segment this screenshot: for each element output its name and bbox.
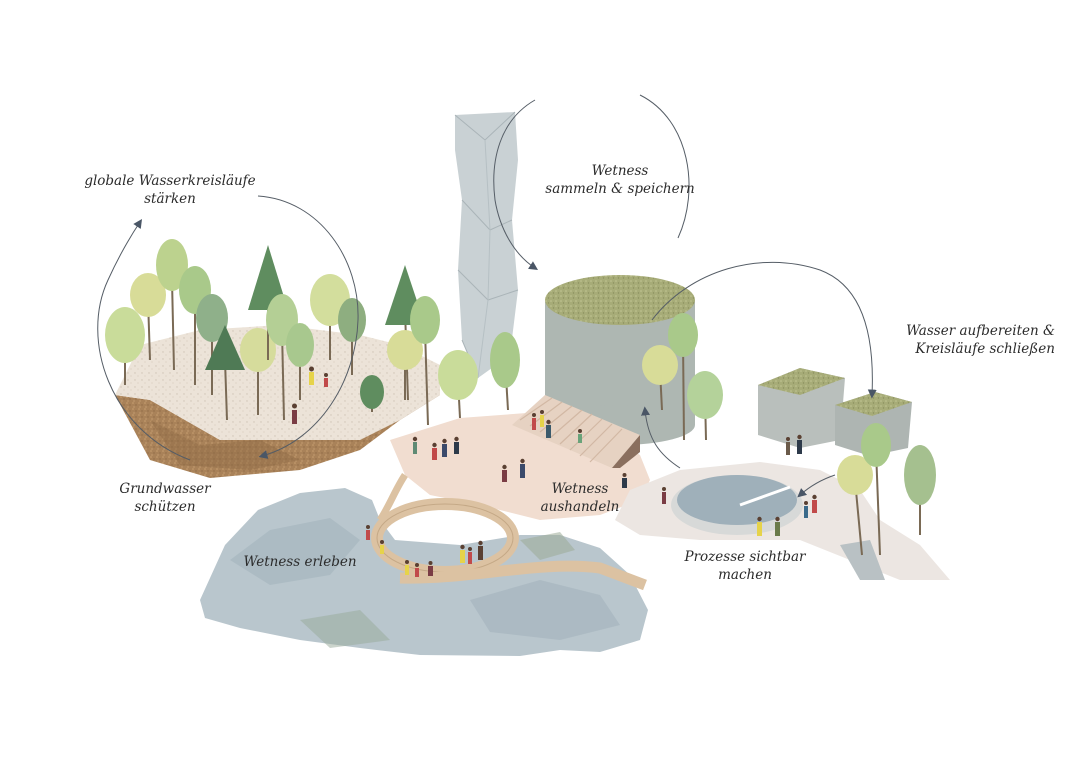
- tree: [438, 350, 478, 419]
- person: [775, 516, 780, 536]
- tree: [490, 332, 520, 411]
- tree: [904, 445, 936, 535]
- label-treat-close-line2: Kreisläufe schließen: [915, 341, 1055, 357]
- tree: [156, 239, 188, 371]
- label-global-water-cycles: globale Wasserkreisläufe stärken: [80, 172, 260, 208]
- person: [578, 429, 582, 443]
- tree: [642, 345, 678, 411]
- tree: [668, 313, 698, 441]
- label-negotiate-line2: aushandeln: [540, 499, 620, 515]
- label-groundwater: Grundwasser schützen: [95, 480, 235, 516]
- person: [460, 544, 465, 563]
- label-negotiate-line1: Wetness: [551, 481, 609, 497]
- person: [478, 540, 483, 560]
- tree: [360, 375, 384, 412]
- person: [622, 473, 627, 488]
- label-global-water-cycles-line1: globale Wasserkreisläufe: [84, 173, 256, 189]
- person: [324, 373, 328, 387]
- label-make-visible: Prozesse sichtbar machen: [670, 548, 820, 584]
- label-groundwater-line1: Grundwasser: [119, 481, 211, 497]
- tower: [454, 111, 519, 379]
- person: [812, 494, 817, 513]
- tree: [338, 298, 366, 375]
- label-make-visible-line2: machen: [718, 567, 772, 583]
- visible-cycle-arc-right: [797, 474, 836, 498]
- person: [797, 434, 802, 454]
- person: [454, 436, 459, 454]
- trees: [105, 239, 936, 556]
- person: [412, 436, 418, 454]
- person: [786, 437, 790, 455]
- tree: [105, 307, 145, 385]
- tree: [410, 296, 440, 426]
- person: [428, 561, 433, 576]
- label-collect-store-line1: Wetness: [591, 163, 649, 179]
- person: [442, 438, 447, 457]
- label-groundwater-line2: schützen: [134, 499, 196, 515]
- tree: [130, 273, 166, 361]
- label-treat-close-line1: Wasser aufbereiten &: [906, 323, 1055, 339]
- treat-cycle-arc: [651, 261, 877, 399]
- label-collect-store-line2: sammeln & speichern: [545, 181, 695, 197]
- cycle-arrows: [97, 94, 877, 498]
- visible-cycle-arc-left: [641, 406, 681, 469]
- person: [757, 516, 762, 536]
- person: [380, 540, 384, 554]
- tree: [387, 330, 423, 400]
- forest-cycle-arc-top: [257, 195, 359, 459]
- person: [502, 464, 507, 482]
- person: [520, 458, 525, 478]
- tree: [205, 325, 245, 421]
- people: [292, 366, 817, 577]
- label-experience: Wetness erleben: [235, 553, 365, 571]
- collect-cycle-arc-right: [639, 94, 690, 239]
- person: [468, 547, 472, 564]
- label-treat-close: Wasser aufbereiten & Kreisläufe schließe…: [880, 322, 1055, 358]
- grandstand: [512, 395, 640, 468]
- person: [804, 501, 808, 518]
- collect-cycle-arc-top: [493, 99, 539, 270]
- person: [540, 410, 544, 427]
- tree: [837, 455, 873, 556]
- tree: [286, 323, 314, 400]
- boardwalk: [371, 473, 647, 591]
- person: [432, 442, 437, 460]
- forest-cycle-arc-left: [97, 219, 191, 461]
- person: [532, 413, 536, 430]
- person: [405, 560, 409, 575]
- person: [415, 563, 419, 577]
- tree: [861, 423, 891, 556]
- label-experience-line1: Wetness erleben: [243, 554, 357, 570]
- label-make-visible-line1: Prozesse sichtbar: [684, 549, 806, 565]
- person: [292, 403, 297, 424]
- person: [366, 525, 370, 540]
- water-basin: [671, 475, 803, 535]
- tree: [687, 371, 723, 441]
- person: [546, 419, 551, 438]
- person: [662, 487, 666, 504]
- label-global-water-cycles-line2: stärken: [144, 191, 196, 207]
- person: [309, 366, 314, 385]
- label-negotiate: Wetness aushandeln: [530, 480, 630, 516]
- label-collect-store: Wetness sammeln & speichern: [530, 162, 710, 198]
